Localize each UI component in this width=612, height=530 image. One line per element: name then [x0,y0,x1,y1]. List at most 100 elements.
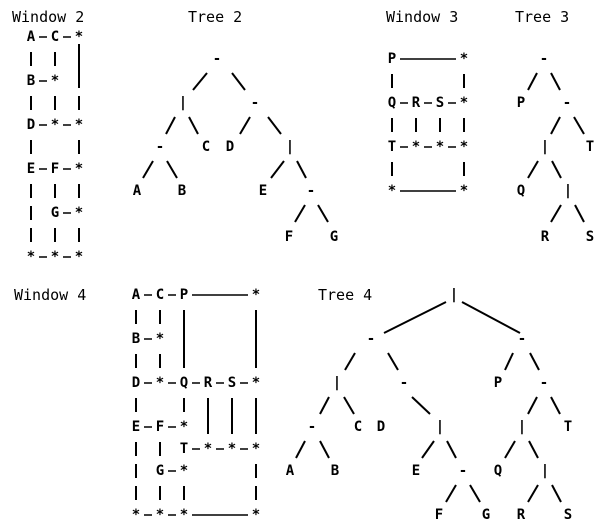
leaf-s: S [586,229,594,245]
corner-star: * [180,507,188,523]
tree-edge [529,352,540,371]
tree-edge [267,116,282,135]
leaf-d: D [27,117,35,133]
leaf-c: C [156,287,164,303]
tree-edge [411,396,431,415]
leaf-p: P [494,375,502,391]
tree-edge [231,72,246,91]
leaf-g: G [482,507,490,523]
leaf-f: F [51,161,59,177]
corner-star: * [252,507,260,523]
corner-star: * [75,161,83,177]
tree-edge [445,484,457,503]
leaf-q: Q [388,95,396,111]
leaf-e: E [259,183,267,199]
tree-edge [421,440,435,459]
leaf-p: P [517,95,525,111]
leaf-c: C [51,29,59,45]
tree-edge [573,116,585,135]
leaf-t: T [180,441,188,457]
leaf-t: T [388,139,396,155]
corner-star: * [388,183,396,199]
leaf-q: Q [517,183,525,199]
tree-edge [551,484,562,503]
leaf-a: A [27,29,36,45]
leaf-f: F [435,507,443,523]
corner-star: * [460,95,468,111]
corner-star: * [132,507,140,523]
title-window-2: Window 2 [12,8,84,26]
hsplit-node: - [307,183,315,199]
corner-star: * [156,375,164,391]
corner-star: * [75,29,83,45]
leaf-r: R [541,229,550,245]
tree-edge [550,204,562,223]
leaf-b: B [331,463,339,479]
vsplit-node: | [333,375,341,391]
leaf-t: T [586,139,594,155]
leaf-a: A [133,183,142,199]
corner-star: * [156,507,164,523]
title-tree-2: Tree 2 [188,8,242,26]
leaf-e: E [27,161,35,177]
corner-star: * [204,441,212,457]
tree-edge [461,301,521,334]
corner-star: * [27,249,35,265]
leaf-s: S [228,375,236,391]
corner-star: * [252,441,260,457]
hsplit-node: - [400,375,408,391]
leaf-g: G [330,229,338,245]
tree-edge [527,396,538,415]
vsplit-node: | [286,139,294,155]
corner-star: * [228,441,236,457]
corner-star: * [75,117,83,133]
corner-star: * [412,139,420,155]
hsplit-node: - [308,419,316,435]
leaf-g: G [156,463,164,479]
corner-star: * [75,249,83,265]
leaf-b: B [132,331,140,347]
corner-star: * [252,287,260,303]
title-window-3: Window 3 [386,8,458,26]
leaf-p: P [180,287,188,303]
tree-edge [296,160,307,179]
leaf-r: R [204,375,213,391]
vsplit-node: | [518,419,526,435]
corner-star: * [252,375,260,391]
leaf-d: D [377,419,385,435]
tree-edge [188,116,199,135]
corner-star: * [436,139,444,155]
leaf-q: Q [494,463,502,479]
leaf-c: C [202,139,210,155]
hsplit-node: - [367,331,375,347]
tree-edge [527,72,538,91]
corner-star: * [460,139,468,155]
hsplit-node: - [540,375,548,391]
tree-edge [574,204,585,223]
tree-edge [383,301,447,334]
tree-edge [504,352,514,371]
hsplit-node: - [156,139,164,155]
tree-edge [294,204,306,223]
hsplit-node: - [459,463,467,479]
corner-star: * [51,117,59,133]
leaf-p: P [388,51,396,67]
leaf-s: S [436,95,444,111]
tree-edge [551,160,562,179]
leaf-d: D [226,139,234,155]
leaf-f: F [156,419,164,435]
corner-star: * [51,249,59,265]
tree-edge [504,440,516,459]
tree-edge [469,484,481,503]
corner-star: * [51,73,59,89]
hsplit-node: - [563,95,571,111]
tree-edge [550,396,561,415]
leaf-c: C [354,419,362,435]
vsplit-node: | [450,287,458,303]
connector-lines [30,36,585,516]
tree-edge [446,440,457,459]
corner-star: * [460,51,468,67]
hsplit-node: - [213,51,221,67]
